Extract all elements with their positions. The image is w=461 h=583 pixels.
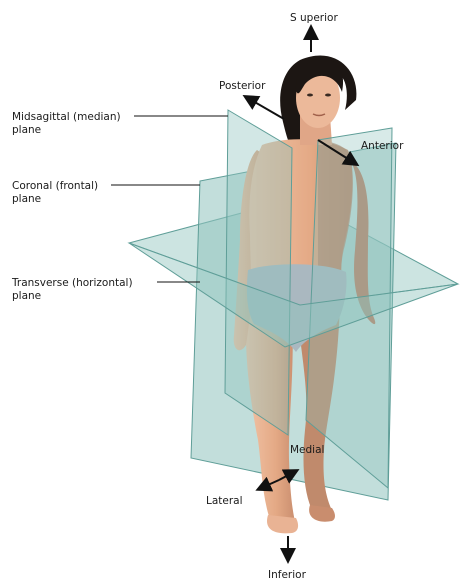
label-midsagittal-line1: Midsagittal (median) xyxy=(12,111,121,123)
label-lateral: Lateral xyxy=(206,495,243,507)
eye-right xyxy=(325,94,331,97)
label-coronal-line2: plane xyxy=(12,193,41,205)
label-midsagittal-line2: plane xyxy=(12,124,41,136)
label-anterior: Anterior xyxy=(361,140,404,152)
midsagittal-plane xyxy=(225,110,292,435)
label-medial: Medial xyxy=(290,444,324,456)
label-transverse-line2: plane xyxy=(12,290,41,302)
right-foot xyxy=(309,505,335,522)
label-inferior: Inferior xyxy=(268,569,307,581)
posterior-arrow xyxy=(246,97,284,119)
label-coronal-line1: Coronal (frontal) xyxy=(12,180,98,192)
label-posterior: Posterior xyxy=(219,80,266,92)
left-foot xyxy=(267,515,298,533)
eye-left xyxy=(307,94,313,97)
label-transverse-line1: Transverse (horizontal) xyxy=(11,277,133,289)
label-superior: S uperior xyxy=(290,12,338,24)
